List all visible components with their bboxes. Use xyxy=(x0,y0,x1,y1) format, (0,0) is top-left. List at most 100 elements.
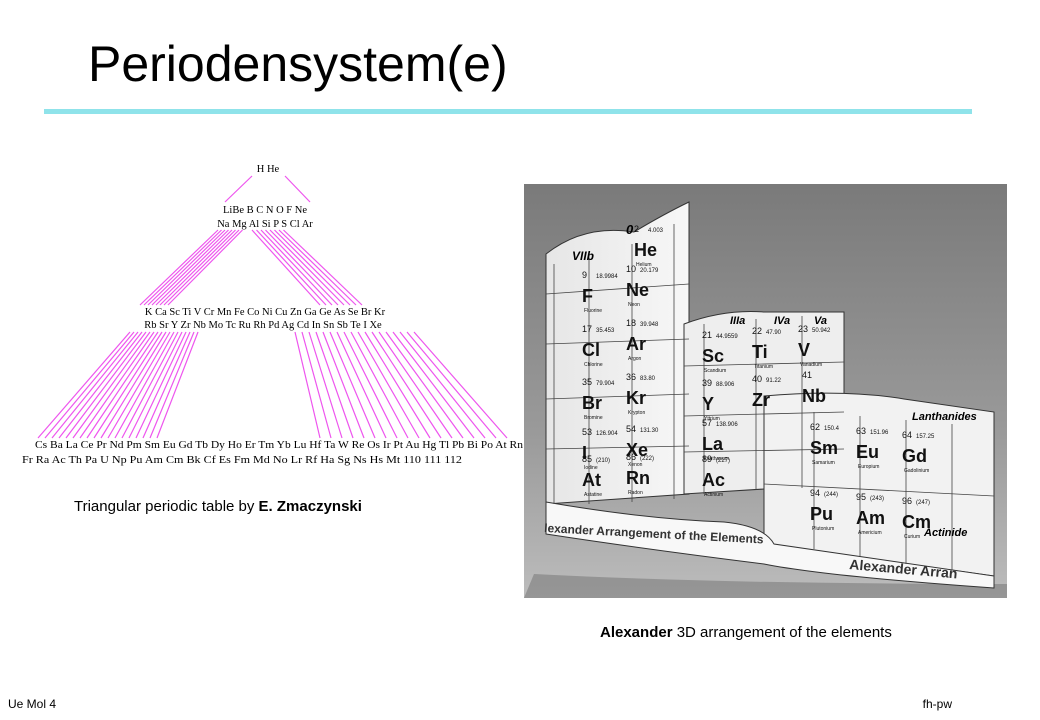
atomic-mass: 20.179 xyxy=(640,268,659,274)
connector-line xyxy=(265,229,339,306)
element-name: Titanium xyxy=(754,364,773,370)
atomic-mass: (222) xyxy=(640,456,654,462)
connector-line xyxy=(399,331,486,439)
element-name: Bromine xyxy=(584,415,603,421)
connector-line xyxy=(329,331,376,439)
alexander-caption-author: Alexander xyxy=(600,624,673,641)
connector-line xyxy=(251,229,321,306)
atomic-number: 40 xyxy=(752,374,762,384)
atomic-number: 35 xyxy=(582,377,592,387)
element-symbol: Sm xyxy=(810,438,838,458)
atomic-number: 17 xyxy=(582,324,592,334)
connector-line xyxy=(142,331,191,439)
tri-row-4: K Ca Sc Ti V Cr Mn Fe Co Ni Cu Zn Ga Ge … xyxy=(145,307,386,318)
connector-line xyxy=(107,331,171,439)
lanthanides-label: Lanthanides xyxy=(912,411,977,423)
element-name: Chlorine xyxy=(584,362,603,368)
element-symbol: Am xyxy=(856,508,885,528)
atomic-mass: 79.904 xyxy=(596,381,615,387)
connector-line xyxy=(100,331,167,439)
atomic-number: 36 xyxy=(626,372,636,382)
element-name: Astatine xyxy=(584,492,602,498)
element-symbol: Cl xyxy=(582,340,600,360)
connector-lines xyxy=(37,175,508,439)
atomic-mass: 91.22 xyxy=(766,378,782,384)
group-iiia-label: IIIa xyxy=(730,315,745,327)
atomic-mass: 39.948 xyxy=(640,322,659,328)
element-name: Curium xyxy=(904,534,920,540)
atomic-number: 64 xyxy=(902,430,912,440)
atomic-mass: (247) xyxy=(916,500,930,506)
tri-row-7: Fr Ra Ac Th Pa U Np Pu Am Cm Bk Cf Es Fm… xyxy=(22,455,462,466)
connector-line xyxy=(413,331,508,439)
connector-line xyxy=(135,331,187,439)
atomic-number: 57 xyxy=(702,418,712,428)
tri-row-6: Cs Ba La Ce Pr Nd Pm Sm Eu Gd Tb Dy Ho E… xyxy=(35,440,524,451)
group-iva-label: IVa xyxy=(774,315,790,327)
connector-line xyxy=(159,229,236,306)
element-symbol: La xyxy=(702,434,724,454)
element-symbol: Cm xyxy=(902,512,931,532)
connector-line xyxy=(37,331,131,439)
connector-line xyxy=(301,331,332,439)
element-symbol: Y xyxy=(702,394,714,414)
element-name: Argon xyxy=(628,356,642,362)
connector-line xyxy=(392,331,475,439)
atomic-number: 94 xyxy=(810,488,820,498)
element-name: Neon xyxy=(628,302,640,308)
triangular-periodic-table: H He LiBe B C N O F Ne Na Mg Al Si P S C… xyxy=(22,164,524,466)
atomic-mass: 88.906 xyxy=(716,382,735,388)
atomic-mass: 44.9559 xyxy=(716,334,738,340)
connector-line xyxy=(121,331,179,439)
triangle-caption: Triangular periodic table by E. Zmaczyns… xyxy=(74,498,362,515)
atomic-number: 86 xyxy=(626,452,636,462)
element-name: Samarium xyxy=(812,460,835,466)
atomic-mass: 83.80 xyxy=(640,376,656,382)
connector-line xyxy=(151,229,229,306)
atomic-mass: 50.942 xyxy=(812,328,831,334)
connector-line xyxy=(65,331,147,439)
atomic-number: 85 xyxy=(582,454,592,464)
connector-line xyxy=(156,331,199,439)
element-name: Helium xyxy=(636,262,652,268)
alexander-caption: Alexander 3D arrangement of the elements xyxy=(600,624,892,641)
atomic-mass: 150.4 xyxy=(824,426,840,432)
atomic-mass: (244) xyxy=(824,492,838,498)
connector-line xyxy=(260,229,333,306)
atomic-number: 22 xyxy=(752,326,762,336)
atomic-number: 53 xyxy=(582,427,592,437)
element-name: Yttrium xyxy=(704,416,720,422)
element-symbol: Pu xyxy=(810,504,833,524)
atomic-number: 2 xyxy=(634,224,639,234)
element-symbol: At xyxy=(582,470,601,490)
element-name: Europium xyxy=(858,464,879,470)
connector-line xyxy=(284,175,311,203)
element-symbol: Ne xyxy=(626,280,649,300)
tri-row-3: Na Mg Al Si P S Cl Ar xyxy=(217,219,313,230)
atomic-mass: 4.003 xyxy=(648,228,664,234)
element-name: Fluorine xyxy=(584,308,602,314)
connector-line xyxy=(72,331,151,439)
element-symbol: He xyxy=(634,240,657,260)
atomic-mass: 138.906 xyxy=(716,422,738,428)
connector-line xyxy=(406,331,497,439)
actinides-label: Actinide xyxy=(923,527,967,539)
atomic-number: 9 xyxy=(582,270,587,280)
element-name: Radon xyxy=(628,490,643,496)
atomic-mass: 131.30 xyxy=(640,428,659,434)
connector-line xyxy=(294,331,321,439)
